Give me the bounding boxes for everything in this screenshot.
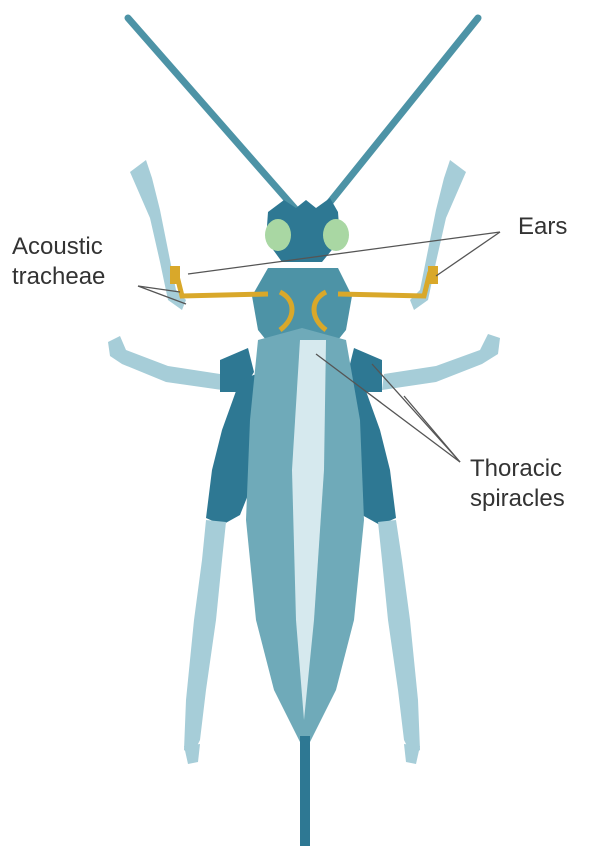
left-eye xyxy=(265,219,291,251)
label-thoracic-spiracles-line2: spiracles xyxy=(470,484,565,514)
label-acoustic-tracheae-line1: Acoustic xyxy=(12,232,105,262)
label-ears-text: Ears xyxy=(518,213,567,240)
ovipositor xyxy=(300,736,310,846)
label-thoracic-spiracles-line1: Thoracic xyxy=(470,454,565,484)
wings xyxy=(246,328,364,742)
antennae xyxy=(128,18,478,212)
label-acoustic-tracheae: Acoustic tracheae xyxy=(12,232,105,292)
right-eye xyxy=(323,219,349,251)
head xyxy=(265,198,349,262)
label-ears: Ears xyxy=(518,212,567,242)
label-thoracic-spiracles: Thoracic spiracles xyxy=(470,454,565,514)
label-acoustic-tracheae-line2: tracheae xyxy=(12,262,105,292)
